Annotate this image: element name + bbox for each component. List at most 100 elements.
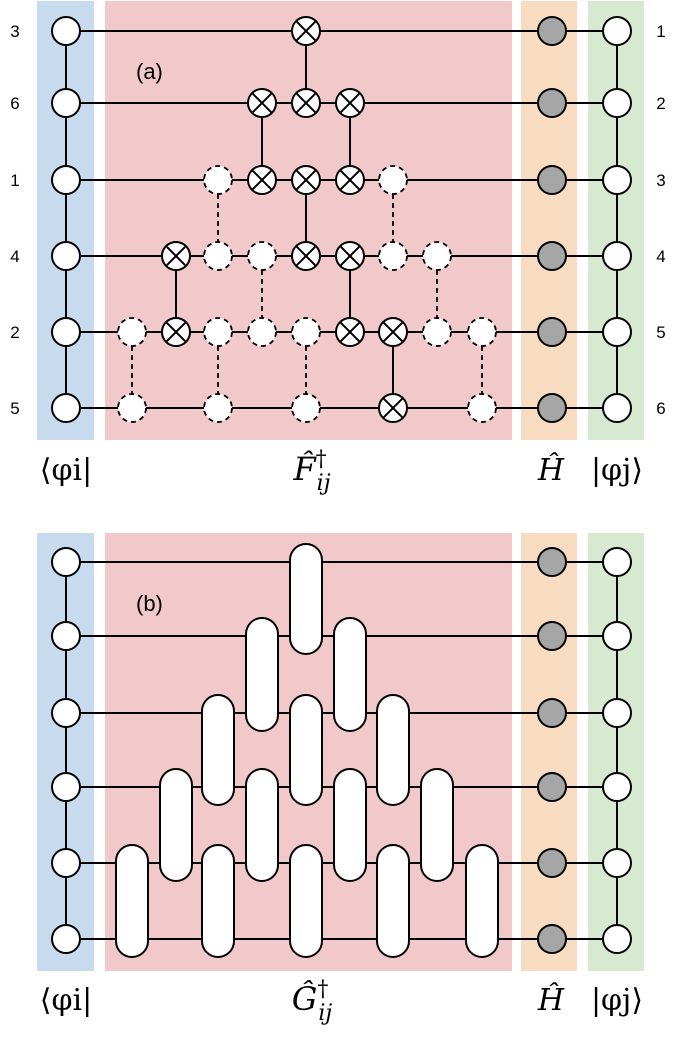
dashed-circle xyxy=(117,317,147,347)
dashed-circle xyxy=(247,317,277,347)
hamiltonian-node xyxy=(537,393,567,423)
dashed-circle xyxy=(203,241,233,271)
hamiltonian-band xyxy=(521,1,577,440)
hamiltonian-node xyxy=(537,547,567,577)
two-site-gate xyxy=(245,768,279,882)
bra-node xyxy=(51,547,81,577)
otimes-stroke xyxy=(295,20,317,42)
dashed-circle xyxy=(247,241,277,271)
row-number-left: 2 xyxy=(10,323,19,342)
ket-node xyxy=(602,772,632,802)
otimes-gate xyxy=(291,88,321,118)
two-site-gate xyxy=(289,844,323,958)
two-site-gate xyxy=(159,768,193,882)
row-number-left: 1 xyxy=(10,171,19,190)
two-site-gate xyxy=(376,694,410,806)
dashed-circle xyxy=(467,393,497,423)
row-number-left: 5 xyxy=(10,399,19,418)
dashed-pair xyxy=(203,165,233,271)
ket-node xyxy=(602,698,632,728)
ket-node xyxy=(602,393,632,423)
two-site-gate xyxy=(420,768,454,882)
ket-node xyxy=(602,241,632,271)
otimes-gate xyxy=(291,241,321,271)
row-number-right: 6 xyxy=(656,399,665,418)
two-site-gate xyxy=(289,694,323,806)
hamiltonian-node xyxy=(537,621,567,651)
otimes-stroke xyxy=(382,321,404,343)
row-number-left: 3 xyxy=(10,22,19,41)
ket-node xyxy=(602,547,632,577)
two-site-gate xyxy=(333,768,367,882)
two-site-gate xyxy=(376,844,410,958)
hamiltonian-node xyxy=(537,698,567,728)
row-number-left: 6 xyxy=(10,94,19,113)
ket-node xyxy=(602,88,632,118)
row-number-right: 3 xyxy=(656,171,665,190)
otimes-gate xyxy=(378,317,408,347)
operator-dagger: † xyxy=(316,447,327,472)
otimes-stroke xyxy=(339,245,361,267)
dashed-circle xyxy=(117,393,147,423)
dashed-pair xyxy=(422,241,452,347)
otimes-stroke xyxy=(251,92,273,114)
dashed-circle xyxy=(467,317,497,347)
hamiltonian-label: Ĥ xyxy=(537,452,565,488)
dashed-circle xyxy=(203,393,233,423)
bra-label: ⟨φi| xyxy=(40,983,92,1018)
row-number-left: 4 xyxy=(10,247,19,266)
otimes-stroke xyxy=(165,321,187,343)
hamiltonian-band xyxy=(521,533,577,971)
operator-symbol: Ĝ xyxy=(292,980,318,1018)
bra-node xyxy=(51,621,81,651)
bra-node xyxy=(51,698,81,728)
dashed-circle xyxy=(291,317,321,347)
ket-node xyxy=(602,848,632,878)
operator-dagger: † xyxy=(317,977,328,1002)
operator-subscript: ij xyxy=(318,1001,332,1026)
operator-label: F̂†ij xyxy=(292,447,330,496)
otimes-gate xyxy=(335,165,365,195)
hamiltonian-node xyxy=(537,16,567,46)
hamiltonian-node xyxy=(537,924,567,954)
otimes-gate xyxy=(161,241,191,271)
dashed-pair xyxy=(117,317,147,423)
bra-label: ⟨φi| xyxy=(40,453,92,488)
ket-node xyxy=(602,317,632,347)
ket-node xyxy=(602,924,632,954)
hamiltonian-node xyxy=(537,88,567,118)
dashed-pair xyxy=(203,317,233,423)
bra-node xyxy=(51,165,81,195)
otimes-gate xyxy=(247,165,277,195)
operator-symbol: F̂ xyxy=(292,450,317,488)
otimes-stroke xyxy=(251,169,273,191)
otimes-gate xyxy=(378,393,408,423)
otimes-gate xyxy=(335,241,365,271)
bra-node xyxy=(51,393,81,423)
otimes-stroke xyxy=(295,245,317,267)
otimes-stroke xyxy=(339,169,361,191)
hamiltonian-node xyxy=(537,848,567,878)
operator-band xyxy=(105,1,512,440)
panel-label: (b) xyxy=(136,591,163,616)
dashed-pair xyxy=(467,317,497,423)
hamiltonian-node xyxy=(537,165,567,195)
ket-label: |φj⟩ xyxy=(591,983,643,1018)
hamiltonian-label: Ĥ xyxy=(537,982,565,1018)
otimes-stroke xyxy=(165,245,187,267)
two-site-gate xyxy=(115,844,149,958)
row-number-right: 1 xyxy=(656,22,665,41)
row-number-right: 5 xyxy=(656,323,665,342)
dashed-circle xyxy=(291,393,321,423)
bra-node xyxy=(51,848,81,878)
otimes-gate xyxy=(247,88,277,118)
two-site-gate xyxy=(245,617,279,732)
otimes-gate xyxy=(335,88,365,118)
operator-subscript: ij xyxy=(317,471,331,496)
otimes-stroke xyxy=(295,92,317,114)
dashed-circle xyxy=(422,317,452,347)
row-number-right: 4 xyxy=(656,247,665,266)
ket-node xyxy=(602,165,632,195)
dashed-circle xyxy=(378,241,408,271)
hamiltonian-node xyxy=(537,241,567,271)
